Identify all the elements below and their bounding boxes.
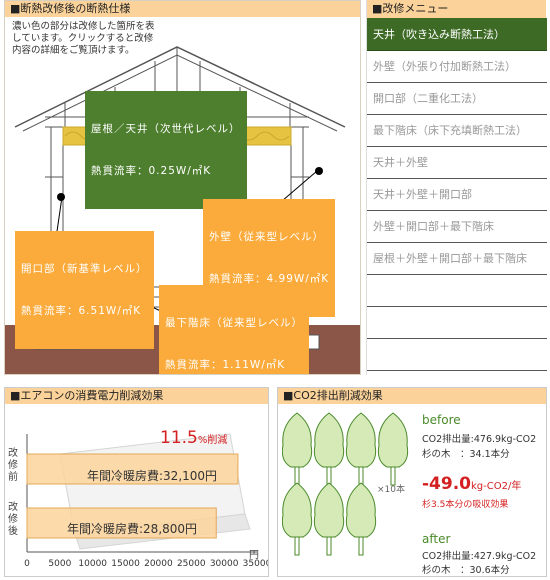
menu-item[interactable]: 最下階床（床下充填断熱工法） [367,114,547,147]
menu-item-empty [367,338,547,371]
opening-label-line1: 開口部（新基準レベル） [21,263,148,275]
roof-label[interactable]: 屋根／天井（次世代レベル） 熱貫流率：0.25W/㎡K [85,91,247,209]
menu-item[interactable]: 外壁＋開口部＋最下階床 [367,210,547,243]
floor-label[interactable]: 最下階床（従来型レベル） 熱貫流率：1.11W/㎡K [159,285,309,374]
after-emission: CO2排出量:427.9kg-CO2 [422,551,537,562]
opening-label-line2: 熱貫流率：6.51W/㎡K [21,305,142,317]
house-note-line: しています。クリックすると改修 [12,33,154,44]
reduction-badge: 11.5%削減 [160,428,227,448]
roof-label-line2: 熱貫流率：0.25W/㎡K [91,165,212,177]
times-label: ×10本 [377,485,405,495]
house-note-line: 濃い色の部分は改修した箇所を表 [12,21,155,32]
after-label: 改修後 [8,502,18,537]
renovation-menu: ■改修メニュー 天井（吹き込み断熱工法）外壁（外張り付加断熱工法）開口部（二重化… [366,0,547,375]
reduction-value: 11.5 [160,428,198,448]
aircon-chart: 0 5000 10000 15000 20000 25000 30000 35000 [24,433,268,569]
menu-item-empty [367,306,547,339]
menu-item-empty [367,274,547,307]
menu-item[interactable]: 屋根＋外壁＋開口部＋最下階床 [367,242,547,275]
floor-label-line2: 熱貫流率：1.11W/㎡K [165,359,286,371]
aircon-panel: ■エアコンの消費電力削減効果 0 5000 10000 15000 20000 25000… [4,387,269,577]
cedar-tree [345,412,377,486]
x-tick-label: 5000 [48,559,71,569]
tree-illustration [282,412,409,556]
co2-delta: -49.0kg-CO2/年 [422,474,521,494]
after-trees: 杉の木 ：30.6本分 [422,565,510,576]
x-tick-label: 20000 [144,559,173,569]
x-tick-label: 25000 [177,559,206,569]
before-heading: before [422,413,461,427]
wall-label-line1: 外壁（従来型レベル） [209,231,324,243]
cedar-tree [313,412,345,486]
cedar-tree [282,412,313,486]
cedar-tree [313,482,345,556]
x-tick-label: 35000 [243,559,268,569]
delta-note: 杉3.5本分の吸収効果 [422,500,509,510]
x-tick-label: 0 [24,559,30,569]
reduction-unit: %削減 [197,435,228,446]
wall-label-line2: 熱貫流率：4.99W/㎡K [209,273,330,285]
cedar-tree [345,482,377,556]
menu-item[interactable]: 天井＋外壁＋開口部 [367,178,547,211]
menu-item[interactable]: 天井＋外壁 [367,146,547,179]
bars [26,453,239,539]
aircon-title: ■エアコンの消費電力削減効果 [5,388,268,404]
wall-marker[interactable] [315,167,323,175]
x-tick-label: 30000 [210,559,239,569]
menu-title: ■改修メニュー [367,0,546,18]
before-cost: 年間冷暖房費:32,100円 [87,469,218,483]
house-panel-title: ■断熱改修後の断熱仕様 [5,1,360,17]
after-heading: after [422,532,451,546]
menu-item[interactable]: 外壁（外張り付加断熱工法） [367,50,547,83]
before-trees: 杉の木 ：34.1本分 [422,449,510,460]
after-cost: 年間冷暖房費:28,800円 [67,522,198,536]
x-tick-label: 15000 [111,559,140,569]
co2-panel: ■CO2排出削減効果 ×10本 before CO2排出量:476.9kg-CO… [277,387,547,577]
delta-value: -49.0 [422,474,471,494]
menu-item[interactable]: 天井（吹き込み断熱工法） [367,18,547,51]
roof-label-line1: 屋根／天井（次世代レベル） [91,123,241,135]
house-panel: ■断熱改修後の断熱仕様 [4,0,361,375]
menu-item[interactable]: 開口部（二重化工法） [367,82,547,115]
cedar-tree [377,412,409,486]
co2-title: ■CO2排出削減効果 [278,388,546,404]
opening-label[interactable]: 開口部（新基準レベル） 熱貫流率：6.51W/㎡K [15,231,154,349]
before-label: 改修前 [8,448,18,483]
house-note-line: 内容の詳細をご覧頂けます。 [12,45,135,56]
opening-marker[interactable] [57,193,65,201]
delta-unit: kg-CO2/年 [471,481,522,492]
bar-after [26,507,217,539]
floor-label-line1: 最下階床（従来型レベル） [165,317,303,329]
before-emission: CO2排出量:476.9kg-CO2 [422,434,537,445]
axis-unit: 円 [249,550,259,561]
x-tick-label: 10000 [78,559,107,569]
house-note: 濃い色の部分は改修した箇所を表 しています。クリックすると改修 内容の詳細をご覧… [12,21,192,57]
cedar-tree [282,482,313,556]
bar-before [26,453,239,485]
